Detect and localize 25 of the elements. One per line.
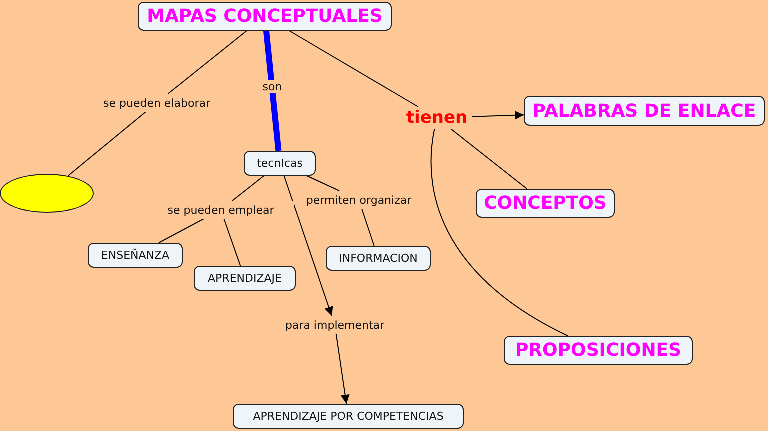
concept-box: tecnIcas: [244, 151, 316, 176]
ellipse-node: [0, 174, 94, 213]
connector-line: [289, 30, 419, 108]
connector-line: [224, 218, 242, 266]
concept-box: INFORMACION: [326, 246, 431, 271]
arrow: [472, 110, 524, 120]
concept-box: ENSEÑANZA: [88, 243, 183, 268]
concept-box: APRENDIZAJE: [194, 266, 296, 291]
connector-line: [450, 128, 528, 190]
concept-box: CONCEPTOS: [476, 189, 615, 218]
concept-box: APRENDIZAJE POR COMPETENCIAS: [233, 404, 464, 429]
connector-line: [264, 30, 282, 152]
connector-line: [158, 218, 205, 244]
arrow: [284, 176, 334, 316]
connector-line: [68, 112, 147, 177]
edge-label: son: [262, 80, 284, 94]
connector-line: [168, 30, 248, 94]
concept-box: PALABRAS DE ENLACE: [524, 96, 765, 126]
concept-box: MAPAS CONCEPTUALES: [138, 2, 392, 31]
connector-line: [362, 208, 375, 246]
arrow: [336, 334, 350, 404]
connector-line: [306, 176, 340, 192]
connector-line: [430, 128, 568, 336]
concept-box: PROPOSICIONES: [504, 336, 693, 365]
connector-line: [232, 176, 265, 202]
